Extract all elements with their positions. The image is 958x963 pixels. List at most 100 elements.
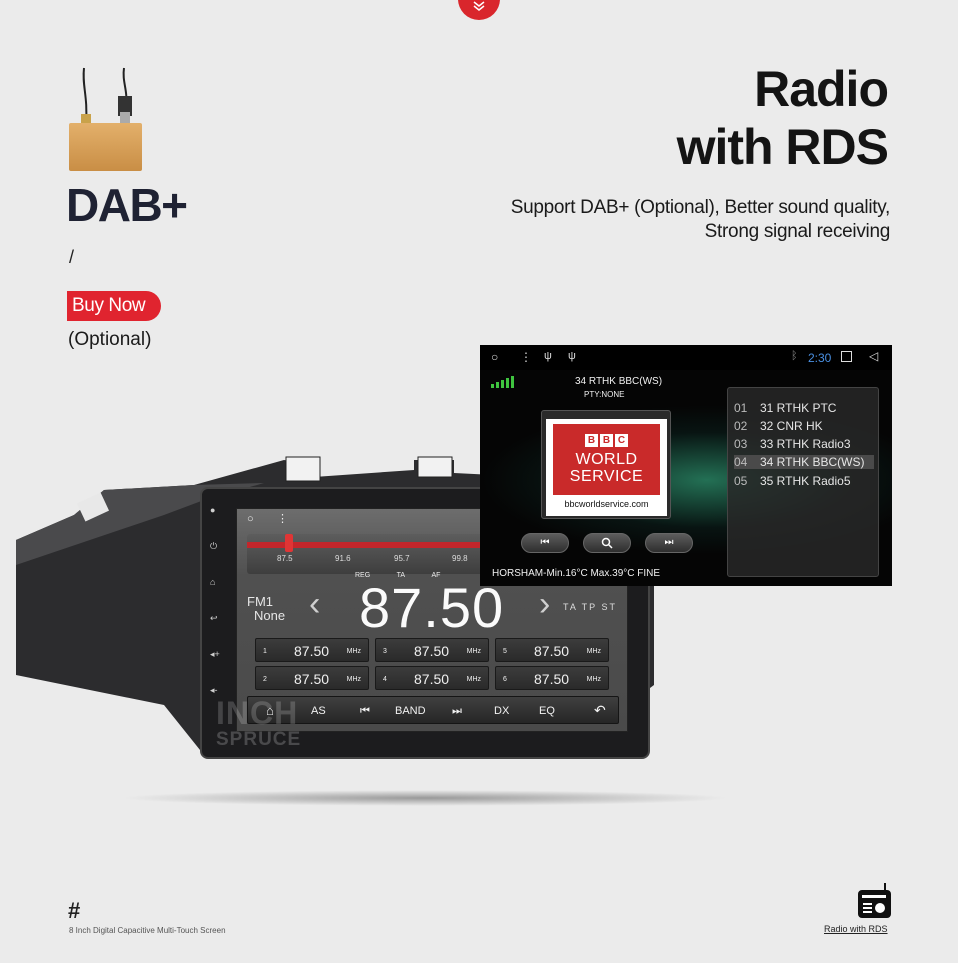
logo-line: SERVICE bbox=[569, 468, 644, 485]
dial-tick: 99.8 bbox=[452, 554, 468, 563]
back-arrow-icon[interactable]: ◁ bbox=[869, 349, 879, 363]
usb-icon: ψ bbox=[568, 350, 576, 362]
subtitle-line-2: Strong signal receiving bbox=[704, 221, 891, 242]
station-name: 33 RTHK Radio3 bbox=[760, 437, 851, 451]
buy-now-button[interactable]: Buy Now bbox=[67, 291, 161, 321]
dab-dongle-image bbox=[69, 123, 142, 171]
title-line-1: Radio bbox=[754, 61, 889, 117]
chevron-right-icon[interactable]: › bbox=[539, 585, 551, 623]
menu-dots-icon[interactable]: ⋮ bbox=[520, 350, 532, 364]
reg-tag[interactable]: REG bbox=[355, 572, 371, 579]
recent-apps-icon[interactable] bbox=[841, 351, 852, 362]
preset-number: 5 bbox=[503, 648, 507, 655]
search-button[interactable] bbox=[583, 533, 631, 553]
bluetooth-icon: ᛒ bbox=[791, 350, 798, 362]
dial-scale bbox=[247, 542, 617, 548]
menu-dots-icon[interactable]: ⋮ bbox=[277, 513, 288, 525]
seek-forward-icon[interactable]: ⏭ bbox=[452, 705, 462, 717]
screen-status-bar: ○ ⋮ bbox=[237, 509, 629, 531]
antenna-cable-icon bbox=[81, 67, 132, 125]
chevron-left-icon[interactable]: ‹ bbox=[309, 585, 321, 623]
station-url: bbcworldservice.com bbox=[564, 499, 649, 509]
page-title: Radio with RDS bbox=[676, 60, 889, 176]
rds-radiotext: HORSHAM-Min.16°C Max.39°C FINE bbox=[492, 568, 661, 579]
preset-frequency: 87.50 bbox=[294, 643, 330, 659]
preset-number: 3 bbox=[383, 648, 387, 655]
next-station-button[interactable]: ⏭ bbox=[645, 533, 693, 553]
rds-status-bar: ○ ⋮ ψ ψ ᛒ 2:30 ◁ bbox=[480, 345, 892, 370]
dial-tick: 95.7 bbox=[394, 554, 410, 563]
title-line-2: with RDS bbox=[676, 119, 889, 175]
dx-button[interactable]: DX bbox=[494, 705, 510, 717]
station-name: 35 RTHK Radio5 bbox=[760, 474, 851, 488]
preset-button[interactable]: 5 87.50 MHz bbox=[495, 638, 609, 662]
station-name: 31 RTHK PTC bbox=[760, 401, 837, 415]
band-info: FM1 None bbox=[247, 595, 285, 623]
preset-unit: MHz bbox=[346, 648, 361, 655]
logo-letter: B bbox=[600, 434, 613, 447]
seek-back-icon[interactable]: ⏮ bbox=[360, 705, 370, 717]
subtitle-line-1: Support DAB+ (Optional), Better sound qu… bbox=[510, 197, 891, 218]
preset-frequency: 87.50 bbox=[414, 671, 450, 687]
as-button[interactable]: AS bbox=[311, 705, 326, 717]
scroll-down-tab[interactable] bbox=[458, 0, 500, 20]
ta-tag[interactable]: TA bbox=[396, 572, 406, 579]
station-index: 04 bbox=[734, 455, 748, 469]
radio-icon bbox=[858, 883, 891, 918]
volume-up-icon[interactable]: ◂+ bbox=[210, 649, 220, 659]
station-index: 05 bbox=[734, 474, 748, 488]
band-label: FM1 bbox=[247, 594, 273, 609]
dab-title: DAB+ bbox=[66, 179, 188, 231]
back-icon[interactable]: ↩ bbox=[210, 613, 218, 623]
return-icon[interactable]: ↶ bbox=[594, 702, 606, 718]
footer-caption: 8 Inch Digital Capacitive Multi-Touch Sc… bbox=[69, 926, 226, 935]
logo-line: WORLD bbox=[575, 451, 638, 468]
preset-unit: MHz bbox=[466, 648, 481, 655]
preset-frequency: 87.50 bbox=[294, 671, 330, 687]
home-icon[interactable]: ⌂ bbox=[210, 577, 216, 587]
af-tag[interactable]: AF bbox=[431, 572, 441, 579]
preset-number: 4 bbox=[383, 676, 387, 683]
product-shadow bbox=[120, 790, 730, 806]
dial-needle[interactable] bbox=[285, 534, 293, 552]
preset-button[interactable]: 6 87.50 MHz bbox=[495, 666, 609, 690]
usb-icon: ψ bbox=[544, 350, 552, 362]
status-clock: 2:30 bbox=[808, 351, 832, 365]
dial-tick: 87.5 bbox=[277, 554, 293, 563]
preset-button[interactable]: 1 87.50 MHz bbox=[255, 638, 369, 662]
preset-unit: MHz bbox=[586, 676, 601, 683]
station-index: 02 bbox=[734, 419, 748, 433]
watermark-text: SPRUCE bbox=[216, 729, 302, 750]
band-button[interactable]: BAND bbox=[395, 705, 426, 717]
dial-tags: REG TA AF bbox=[355, 564, 462, 582]
logo-letter: B bbox=[585, 434, 598, 447]
chevron-down-icon bbox=[473, 1, 485, 11]
preset-button[interactable]: 4 87.50 MHz bbox=[375, 666, 489, 690]
power-icon[interactable]: ⏻ bbox=[210, 541, 218, 551]
search-icon bbox=[601, 537, 613, 549]
eq-button[interactable]: EQ bbox=[539, 705, 555, 717]
preset-number: 2 bbox=[263, 676, 267, 683]
footer-hash: # bbox=[68, 898, 81, 923]
rds-screen: ○ ⋮ ψ ψ ᛒ 2:30 ◁ 34 RTHK BBC(WS) PTY:NON… bbox=[480, 345, 892, 586]
radio-with-rds-link[interactable]: Radio with RDS bbox=[824, 924, 888, 934]
station-list-item[interactable]: 05 35 RTHK Radio5 bbox=[734, 474, 851, 488]
volume-down-icon[interactable]: ◂- bbox=[210, 685, 218, 695]
preset-unit: MHz bbox=[346, 676, 361, 683]
circle-icon[interactable]: ○ bbox=[491, 350, 499, 364]
home-icon[interactable]: ⌂ bbox=[266, 703, 274, 718]
preset-button[interactable]: 2 87.50 MHz bbox=[255, 666, 369, 690]
previous-station-button[interactable]: ⏮ bbox=[521, 533, 569, 553]
preset-button[interactable]: 3 87.50 MHz bbox=[375, 638, 489, 662]
circle-icon[interactable]: ○ bbox=[247, 513, 254, 525]
preset-number: 6 bbox=[503, 676, 507, 683]
preset-number: 1 bbox=[263, 648, 267, 655]
